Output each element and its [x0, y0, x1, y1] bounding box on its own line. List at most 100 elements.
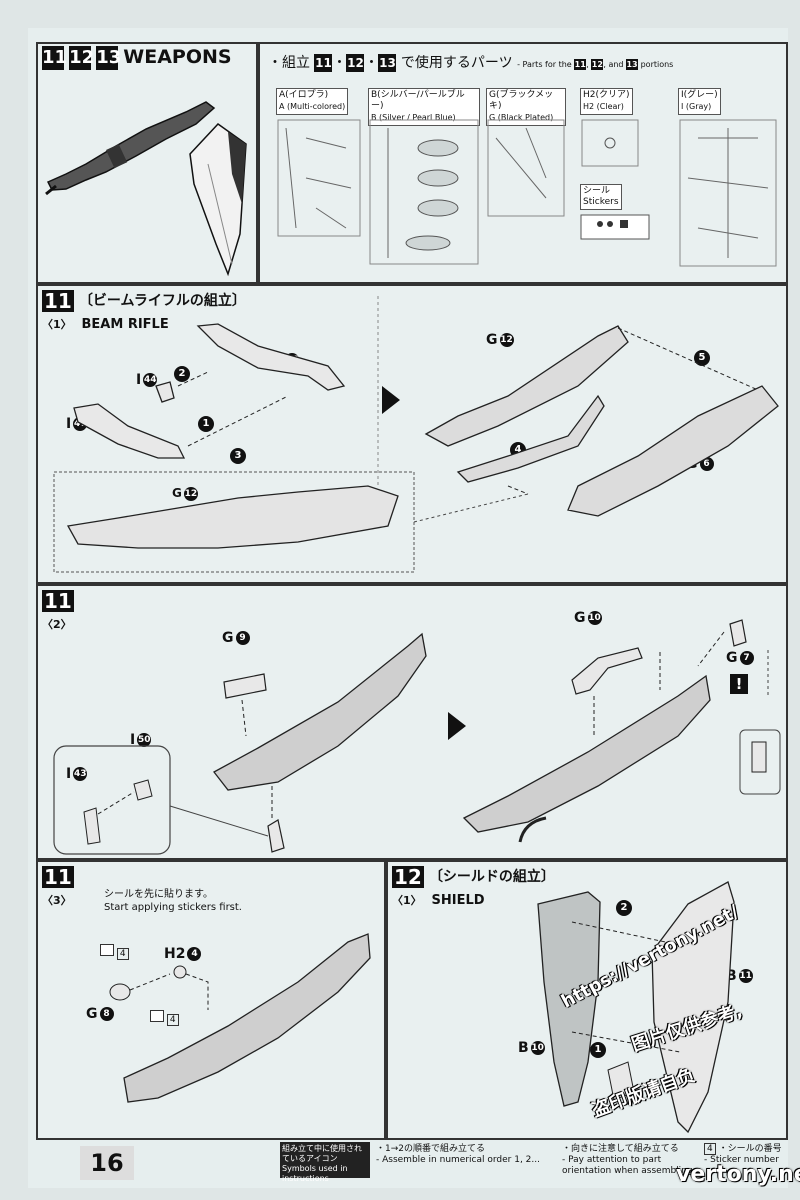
step-12-1-drawing: [537, 881, 735, 1134]
sprue-a-label: A(イロプラ)A (Multi-colored): [276, 88, 349, 115]
part-i44-num: 44: [143, 373, 158, 387]
step-11-1-header: 11 〔ビームライフルの組立〕: [42, 290, 246, 312]
order-marker-5: 5: [692, 350, 710, 366]
parts-num-11: 11: [314, 54, 333, 72]
part-g7-letter: G: [726, 650, 738, 666]
part-g8-num: 8: [99, 1007, 114, 1021]
order-marker-1: 1: [196, 416, 214, 432]
sprue-i-illustration: [679, 119, 777, 267]
legend-title-en: Symbols used in instructions: [282, 1164, 348, 1183]
parts-header: ・組立 11・12・13 で使用するパーツ - Parts for the 11…: [268, 54, 674, 72]
order-marker-2: 2: [172, 366, 190, 382]
part-g10-num: 10: [587, 611, 602, 625]
part-g12-a-letter: G: [486, 332, 498, 348]
step-11-3-note: シールを先に貼ります。 Start applying stickers firs…: [104, 888, 242, 914]
step-11-1-flow-arrow: [382, 386, 400, 414]
sprue-b: B(シルバー/パールブルー) B (Silver / Pearl Blue): [368, 88, 480, 265]
parts-header-jp-prefix: ・組立: [268, 55, 310, 71]
parts-num-12: 12: [346, 54, 365, 72]
sprue-i-en: I (Gray): [681, 102, 712, 111]
legend-attention-en: - Pay attention to part orientation when…: [562, 1155, 693, 1176]
order-marker-1-num: 1: [198, 416, 214, 432]
beam-rifle-illustration: [45, 101, 216, 196]
part-g12-a-num: 12: [499, 333, 514, 347]
step-12-1-sub-num: 〈1〉: [392, 894, 422, 907]
step-num-13: 13: [96, 46, 122, 70]
part-g12-b-letter: G: [172, 486, 182, 500]
sprue-a: A(イロプラ)A (Multi-colored): [276, 88, 362, 237]
legend-sticker-en: - Sticker number: [704, 1155, 779, 1165]
legend-title: 組み立て中に使用されているアイコン Symbols used in instru…: [280, 1142, 370, 1183]
step-11-3-sub: 〈3〉: [42, 894, 72, 907]
step-11-3-note-en: Start applying stickers first.: [104, 902, 242, 913]
sprue-b-en: B (Silver / Pearl Blue): [371, 113, 456, 122]
parts-header-en-prefix: - Parts for the: [517, 60, 572, 69]
part-g9-num: 9: [235, 631, 250, 645]
step-11-1-sub: 〈1〉 BEAM RIFLE: [42, 316, 169, 332]
sprue-i-label: I(グレー) I (Gray): [678, 88, 721, 115]
sticker-ref-b-num: 4: [166, 1014, 179, 1026]
parts-used-panel: ・組立 11・12・13 で使用するパーツ - Parts for the 11…: [258, 42, 788, 284]
sprue-i-jp: I(グレー): [681, 90, 718, 100]
order-marker-3-num: 3: [230, 448, 246, 464]
parts-header-en: - Parts for the 11, 12, and 13 portions: [517, 59, 674, 70]
part-i50-letter: I: [130, 732, 136, 748]
part-b11-letter: B: [726, 968, 737, 984]
step-11-3-panel: 11 〈3〉 シールを先に貼ります。 Start applying sticke…: [36, 860, 386, 1140]
sprue-g-jp: G(ブラックメッキ): [489, 90, 554, 111]
part-i43-letter: I: [66, 766, 72, 782]
parts-header-en-suffix: portions: [640, 60, 674, 69]
step-num-12: 12: [69, 46, 95, 70]
legend-order-en: - Assemble in numerical order 1, 2...: [376, 1155, 540, 1165]
step-12-1-sub: 〈1〉 SHIELD: [392, 892, 485, 908]
sprue-g: G(ブラックメッキ)G (Black Plated): [486, 88, 566, 217]
legend-title-jp: 組み立て中に使用されているアイコン: [282, 1144, 362, 1163]
attention-icon: !: [730, 674, 748, 694]
parts-en-num-12: 12: [591, 59, 604, 70]
sprue-b-jp: B(シルバー/パールブルー): [371, 90, 465, 111]
legend-order: ・1→2の順番で組み立てる - Assemble in numerical or…: [376, 1144, 546, 1166]
instruction-page: 11 12 13 WEAPONS ・組立 11・12・13 で使用するパーツ -…: [28, 28, 800, 1188]
parts-header-jp-suffix: で使用するパーツ: [400, 55, 513, 71]
stickers-jp: シール: [583, 186, 611, 196]
step-11-1-panel: 11 〔ビームライフルの組立〕 〈1〉 BEAM RIFLE I46 I44 I…: [36, 284, 788, 584]
sprue-h2-jp: H2(クリア): [583, 90, 630, 100]
step-11-2-flow-arrow: [448, 712, 466, 740]
step-11-1-drawing: [53, 296, 779, 573]
sticker-ref-a: 4: [100, 944, 129, 960]
order-marker-12-1: 1: [588, 1042, 606, 1058]
sprue-i: I(グレー) I (Gray): [678, 88, 778, 267]
part-g8-letter: G: [86, 1006, 98, 1022]
sprue-a-jp: A(イロプラ): [279, 90, 329, 100]
order-marker-12-1-num: 1: [590, 1042, 606, 1058]
legend-attention: ・向きに注意して組み立てる - Pay attention to part or…: [562, 1144, 702, 1177]
page-number: 16: [80, 1146, 134, 1180]
parts-en-num-13: 13: [626, 59, 639, 70]
legend-sticker-num: 4: [704, 1143, 716, 1155]
part-g9-letter: G: [222, 630, 234, 646]
legend-attention-jp: ・向きに注意して組み立てる: [562, 1144, 679, 1154]
step-12-1-header: 12 〔シールドの組立〕: [392, 866, 555, 888]
step-num-11: 11: [42, 46, 68, 70]
step-11-1-sub-num: 〈1〉: [42, 318, 72, 331]
step-11-2-header: 11: [42, 590, 74, 612]
parts-num-13: 13: [378, 54, 397, 72]
order-marker-12-2: 2: [614, 900, 632, 916]
step-12-1-en-title: SHIELD: [431, 893, 485, 908]
sticker-ref-b: 4: [150, 1010, 179, 1026]
sprue-a-illustration: [277, 119, 361, 237]
step-11-2-num: 11: [42, 589, 74, 613]
footer-legend: 組み立て中に使用されているアイコン Symbols used in instru…: [280, 1142, 788, 1183]
part-i47-letter: I: [66, 416, 72, 432]
step-11-3-note-jp: シールを先に貼ります。: [104, 889, 213, 900]
